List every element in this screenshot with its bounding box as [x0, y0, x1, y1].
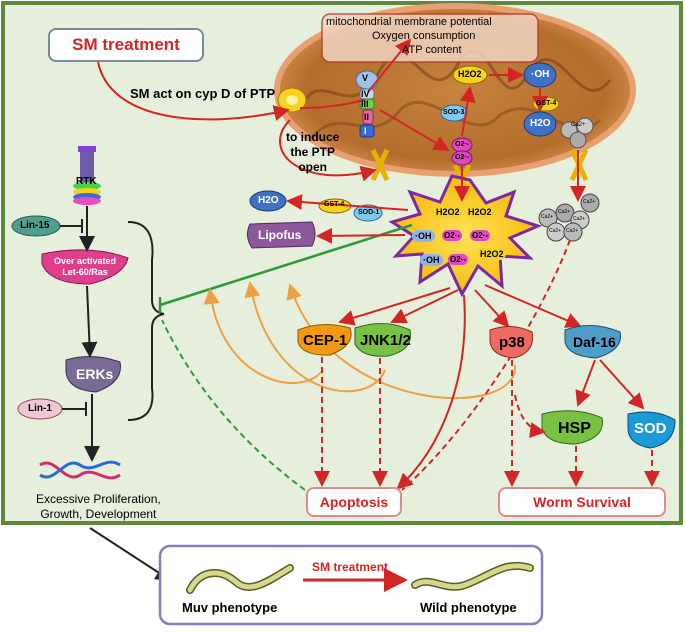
outside-gst4: GST-4	[324, 201, 345, 208]
ros-h2o2-2: H2O2	[466, 206, 494, 218]
outcome-label: Excessive Proliferation, Growth, Develop…	[36, 492, 161, 521]
jnk-shape	[354, 323, 412, 357]
mito-gst4: GST-4	[536, 100, 557, 107]
ros-o2-2: O2·-	[470, 230, 490, 241]
hsp-label: HSP	[558, 420, 591, 437]
ras-label: Over activated Let-60/Ras	[54, 256, 117, 277]
bracket	[127, 221, 165, 421]
mito-h2o: H2O	[530, 118, 551, 129]
lin1-label: Lin-1	[28, 403, 52, 414]
outside-sod1: SOD-1	[358, 209, 380, 216]
outside-ca-cluster	[538, 193, 600, 242]
ros-oh-1: ·OH	[412, 230, 435, 242]
rtk-label: RTK	[76, 176, 97, 187]
phenotype-treatment-label: SM treatment	[312, 560, 389, 574]
p38-shape	[489, 326, 534, 359]
rtk-receptor-icon	[73, 146, 101, 205]
cyp-label: SM act on cyp D of PTP	[130, 86, 276, 101]
outside-sod1-shape	[353, 204, 383, 222]
mito-line1: mitochondrial membrane potential	[326, 16, 492, 28]
outside-h2o-shape	[249, 190, 287, 212]
apoptosis-label: Apoptosis	[319, 494, 389, 510]
complex-i: I	[364, 126, 367, 136]
cep1-label: CEP-1	[303, 332, 348, 349]
mito-oh: ·OH	[531, 69, 550, 80]
lipofus-label: Lipofus	[258, 228, 302, 242]
erks-label: ERKs	[76, 366, 114, 382]
etc-complexes	[355, 70, 379, 138]
ros-o2-3: O2·-	[448, 254, 468, 265]
jnk-label: JNK1/2	[360, 332, 411, 349]
induce-label: to induce the PTP open	[286, 130, 340, 174]
mito-line2: Oxygen consumption	[372, 30, 476, 42]
complex-ii: II	[364, 112, 370, 122]
worm-survival-box: Worm Survival	[498, 487, 666, 517]
complex-iv: IV	[361, 89, 370, 99]
mito-oh-shape	[523, 62, 557, 88]
mito-ca: Ca2+	[571, 122, 586, 128]
ros-h2o2-1: H2O2	[434, 206, 462, 218]
mito-h2o2-shape	[452, 65, 488, 85]
mito-text-box	[321, 13, 539, 63]
outside-ca-6: Ca2+	[583, 199, 596, 205]
mito-o2-a: O2·-	[455, 141, 469, 148]
outside-h2o: H2O	[258, 195, 279, 206]
mito-h2o2: H2O2	[458, 69, 482, 79]
mito-o2-shape-b	[451, 150, 473, 166]
hsp-shape	[541, 410, 603, 445]
cep1-shape	[297, 324, 352, 356]
phenotype-box	[158, 544, 544, 626]
worm-survival-label: Worm Survival	[533, 494, 631, 510]
apoptosis-box: Apoptosis	[306, 487, 402, 517]
sod-shape	[627, 411, 676, 449]
ros-o2-1: O2·-	[442, 230, 462, 241]
sm-treatment-box: SM treatment	[48, 28, 204, 62]
complex-iii: III	[361, 99, 369, 109]
daf16-label: Daf-16	[573, 334, 616, 350]
mito-line3: ATP content	[402, 44, 462, 56]
outside-ca-3: Ca2+	[573, 216, 586, 222]
sm-treatment-label: SM treatment	[72, 35, 180, 54]
p38-label: p38	[499, 334, 525, 351]
complex-v: V	[362, 73, 369, 83]
wild-label: Wild phenotype	[420, 600, 517, 615]
muv-label: Muv phenotype	[182, 600, 278, 615]
daf16-shape	[564, 325, 621, 359]
mito-h2o-shape	[523, 111, 557, 137]
ros-h2o2-3: H2O2	[478, 248, 506, 260]
mito-sod3-shape	[440, 104, 468, 122]
lipofus-shape	[246, 221, 316, 249]
outside-ca-2: Ca2+	[558, 209, 571, 215]
outside-ca-4: Ca2+	[549, 228, 562, 234]
outside-ca-1: Ca2+	[541, 214, 554, 220]
outside-ca-5: Ca2+	[566, 228, 579, 234]
dna-helix-icon	[39, 460, 121, 480]
ros-oh-2: ·OH	[420, 254, 443, 266]
sod-label: SOD	[634, 420, 667, 437]
lin15-label: Lin-15	[20, 220, 50, 231]
mito-ca-cluster	[560, 117, 594, 149]
mito-o2-b: O2·-	[455, 154, 469, 161]
mito-sod3: SOD-3	[443, 109, 465, 116]
